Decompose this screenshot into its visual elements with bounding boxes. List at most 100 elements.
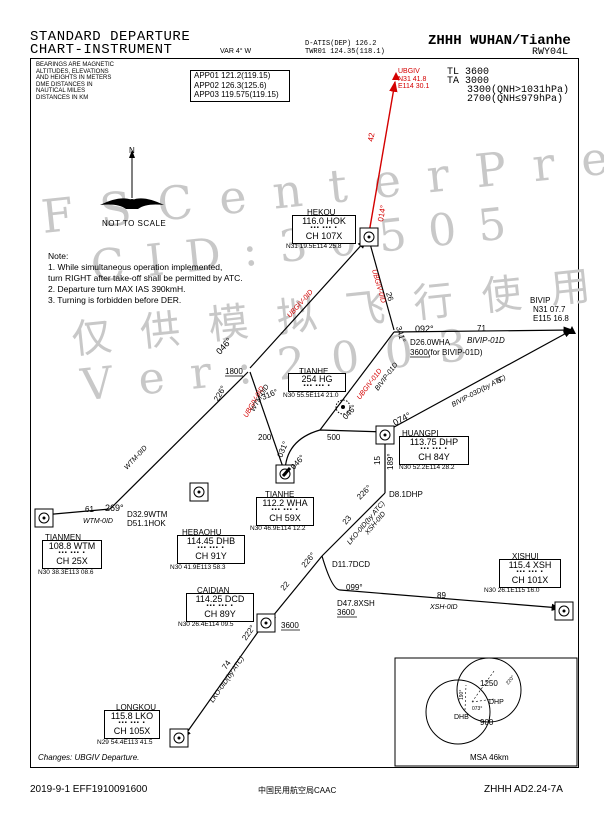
label-d47-alt: 3600 xyxy=(337,608,355,617)
transition-altitude: TA 3000 xyxy=(447,76,490,87)
app-freq: APP01 121.2(119.15) xyxy=(194,71,271,80)
label-xsh-0id-b: XSH-0ID xyxy=(429,604,458,611)
bivip-waypoint-icon xyxy=(568,326,576,334)
label-ubgiv-up: UBGIV-0ID xyxy=(370,269,386,304)
ubgiv-coord1: N31 41.8 xyxy=(398,75,427,83)
tianhe-ndb-freq: 254 HG xyxy=(301,374,333,384)
ubgiv-waypoint: UBGIV N31 41.8 E114 30.1 xyxy=(398,68,429,91)
route-226-d11 xyxy=(321,492,386,557)
tianmen-coord: N30 38.3E113 08.6 xyxy=(38,569,94,576)
tianhe-coord: N30 46.9E114 12.2 xyxy=(250,525,306,532)
label-bivip-01d: BIVIP-01D xyxy=(467,336,505,345)
caidian-vor-icon xyxy=(256,613,276,633)
hekou-coord: N31 19.5E114 25.8 xyxy=(286,243,342,250)
caidian-coord: N30 26.4E114 09.5 xyxy=(178,621,234,628)
route-226-tianmen xyxy=(109,371,249,510)
tianhe-ndb-name: TIANHE xyxy=(299,367,329,376)
xishui-name: XISHUI xyxy=(512,552,539,561)
label-1800: 1800 xyxy=(225,367,243,376)
tianmen-info-box: 108.8 WTM ▪▪▪ ▪▪▪ ▪ CH 25X xyxy=(42,540,102,569)
label-046a: 046° xyxy=(214,336,234,357)
bivip-coord2: E115 16.8 xyxy=(533,314,569,323)
ta-high: 3300(QNH>1031hPa) xyxy=(467,85,570,96)
msa-1250: 1250 xyxy=(480,679,498,688)
route-092-bivip xyxy=(393,326,574,334)
ubgiv-coord2: E114 30.1 xyxy=(398,83,430,90)
transition-level: TL 3600 xyxy=(447,67,490,78)
bearing-note-line: ALTITUDES, ELEVATIONS xyxy=(36,68,109,75)
bivip-name: BIVIP xyxy=(530,296,551,305)
approach-frequencies: APP01 121.2(119.15) APP02 126.3(125.6) A… xyxy=(190,70,290,102)
route-099-xishui xyxy=(321,555,562,611)
caac-emblem-icon xyxy=(100,198,164,209)
tianhe-ndb-coord: N30 55.5E114 21.0 xyxy=(283,392,339,399)
hebaohu-freq: 114.45 DHB xyxy=(186,536,236,546)
notes-title: Note: xyxy=(48,251,69,261)
huangpi-name: HUANGPI xyxy=(402,429,439,438)
label-189: 189° xyxy=(386,453,395,470)
note-line: 1. While simultaneous operation implemen… xyxy=(48,262,223,272)
longkou-freq: 115.8 LKO xyxy=(110,711,154,721)
huangpi-vor-icon xyxy=(375,425,395,445)
caidian-info-box: 114.25 DCD ▪▪▪ ▪▪▪ ▪ CH 89Y xyxy=(186,593,254,622)
label-014: 014° xyxy=(376,204,388,222)
msa-900: 900 xyxy=(480,718,494,727)
label-200: 200 xyxy=(258,433,272,442)
label-341: 341° xyxy=(394,325,407,343)
tianhe-ch: CH 59X xyxy=(269,513,301,523)
xishui-freq: 115.4 XSH xyxy=(508,560,552,570)
label-092: 092° xyxy=(415,324,434,334)
longkou-coord: N29 54.4E113 41.5 xyxy=(97,739,153,746)
route-341 xyxy=(368,239,395,331)
label-226c: 226° xyxy=(300,551,318,569)
label-269: 269° xyxy=(105,503,124,513)
tianmen-ch: CH 25X xyxy=(56,556,88,566)
huangpi-info-box: 113.75 DHP ▪▪▪ ▪▪▪ ▪ CH 84Y xyxy=(399,436,469,465)
label-d11: D11.7DCD xyxy=(332,560,370,569)
longkou-name: LONGKOU xyxy=(116,703,157,712)
longkou-vor-icon xyxy=(169,728,189,748)
runway-designator: RWY04L xyxy=(532,47,569,58)
north-label: N xyxy=(129,146,135,155)
ubgiv-name: UBGIV xyxy=(398,68,420,75)
msa-diagram xyxy=(425,657,522,745)
hebaohu-ch: CH 91Y xyxy=(195,551,227,561)
bivip-waypoint: BIVIP N31 07.7 E115 16.8 xyxy=(530,296,569,323)
msa-box xyxy=(394,657,578,767)
huangpi-coord: N30 52.2E114 28.2 xyxy=(399,464,455,471)
label-26: 26 xyxy=(384,291,395,303)
note-line: 2. Departure turn MAX IAS 390kmH. xyxy=(48,284,186,294)
label-23: 23 xyxy=(341,513,354,526)
huangpi-freq: 113.75 DHP xyxy=(409,437,459,447)
label-d47: D47.8XSH xyxy=(337,599,375,608)
label-wtm-0id-c: WTM-0ID xyxy=(83,518,113,525)
route-046-hekou xyxy=(249,239,367,369)
label-42: 42 xyxy=(366,131,377,142)
notes-block: Note: 1. While simultaneous operation im… xyxy=(48,251,243,306)
tianmen-vor-icon xyxy=(34,508,54,528)
changes-note: Changes: UBGIV Departure. xyxy=(38,753,140,762)
bearing-note-line: DME DISTANCES IN xyxy=(36,81,93,88)
msa-bearing-190: 190° xyxy=(459,690,465,700)
airport-name: ZHHH WUHAN/Tianhe xyxy=(428,33,571,49)
label-6: 6 xyxy=(497,376,502,385)
msa-bearing-073: 073° xyxy=(472,706,482,712)
hebaohu-info-box: 114.45 DHB ▪▪▪ ▪▪▪ ▪ CH 91Y xyxy=(177,535,245,564)
hebaohu-vor-icon xyxy=(189,482,209,502)
hekou-vor-icon xyxy=(359,227,379,247)
bearing-note-line: NAUTICAL MILES xyxy=(36,88,86,94)
chart-title-line2: CHART-INSTRUMENT xyxy=(30,42,173,58)
tianmen-name: TIANMEN xyxy=(45,533,81,542)
app-freq: APP02 126.3(125.6) xyxy=(194,80,267,90)
caidian-ch: CH 89Y xyxy=(204,609,236,619)
bearing-note-line: BEARINGS ARE MAGNETIC xyxy=(36,62,115,68)
transition-levels: TL 3600 TA 3000 3300(QNH>1031hPa) 2700(Q… xyxy=(447,67,570,105)
caidian-name: CAIDIAN xyxy=(197,586,230,595)
app-freq: APP03 119.575(119.15) xyxy=(194,90,279,99)
longkou-info-box: 115.8 LKO ▪▪▪ ▪▪▪ ▪ CH 105X xyxy=(104,710,160,739)
label-074: 074° xyxy=(391,410,412,428)
tianhe-name: TIANHE xyxy=(265,490,295,499)
label-22: 22 xyxy=(279,579,292,592)
label-d8: D8.1DHP xyxy=(389,490,423,499)
